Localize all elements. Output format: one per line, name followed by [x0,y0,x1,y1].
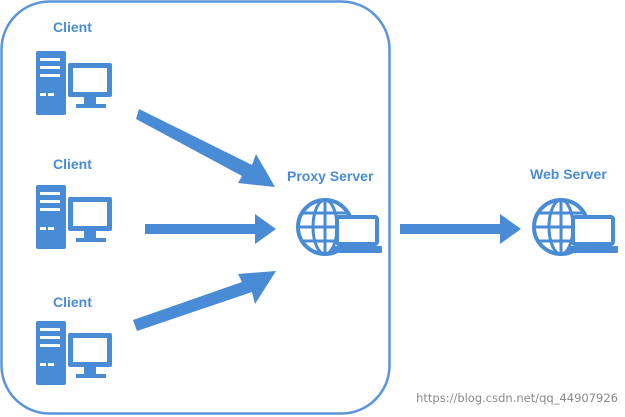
client-label-2: Client [53,156,92,172]
web-server-label: Web Server [530,166,607,182]
arrow-client1-to-proxy [136,109,275,187]
arrow-client3-to-proxy [133,271,276,331]
computer-icon [36,185,112,249]
watermark-text: https://blog.csdn.net/qq_44907926 [416,391,618,405]
client-label-1: Client [53,19,92,35]
computer-icon [36,321,112,385]
client-node-1: Client [36,19,112,115]
computer-icon [36,51,112,115]
proxy-server-node: Proxy Server [287,168,384,256]
proxy-container-border [0,0,391,415]
client-label-3: Client [53,294,92,310]
client-node-3: Client [36,294,112,385]
proxy-server-label: Proxy Server [287,168,374,184]
client-node-2: Client [36,156,112,249]
web-server-node: Web Server [530,166,620,256]
arrow-client2-to-proxy [145,214,276,244]
globe-laptop-icon [532,198,620,256]
arrow-proxy-to-webserver [400,214,521,244]
globe-laptop-icon [296,198,384,256]
